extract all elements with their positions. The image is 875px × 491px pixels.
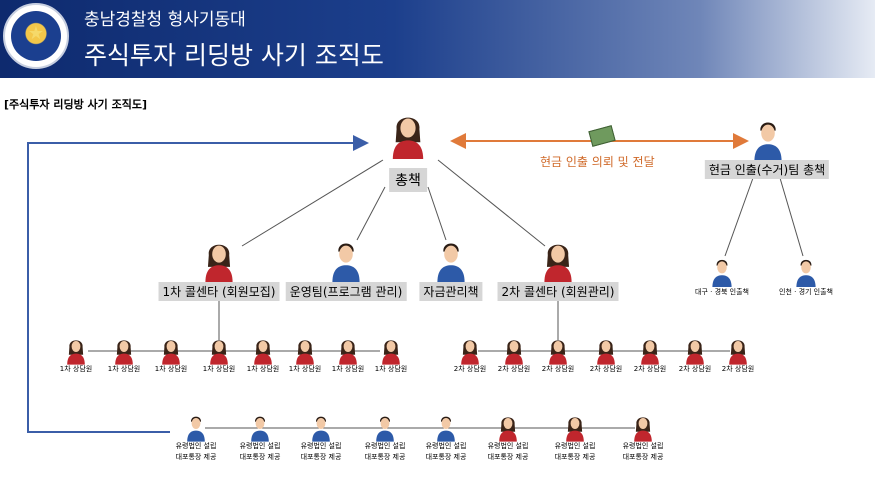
call-center-1-female-icon: [205, 244, 233, 283]
row1-counselor-label: 1차 상담원: [288, 365, 322, 373]
row1-counselor-label: 1차 상담원: [374, 365, 408, 373]
row1-counselor-icon: [115, 340, 133, 365]
boss-label: 총책: [389, 168, 427, 192]
row1-counselor-label: 1차 상담원: [331, 365, 365, 373]
cash-flow-label: 현금 인출 의뢰 및 전달: [540, 155, 655, 169]
cash-sub-2-label: 인천 · 경기 인출책: [779, 288, 833, 296]
diagram-caption: [주식투자 리딩방 사기 조직도]: [4, 98, 147, 111]
row2-counselor-label: 2차 상담원: [497, 365, 531, 373]
funds-manager-male-icon: [437, 243, 465, 283]
row3-provider-icon: [376, 416, 394, 442]
row1-counselor-icon: [67, 340, 85, 365]
row2-counselor-label: 2차 상담원: [541, 365, 575, 373]
boss-female-icon: [392, 117, 424, 160]
row1-counselor-icon: [339, 340, 357, 365]
cash-sub-2-male-icon: [796, 259, 816, 288]
row3-provider-icon: [499, 417, 517, 442]
row2-counselor-icon: [505, 340, 523, 365]
police-emblem-icon: ★: [3, 3, 69, 69]
row2-counselor-label: 2차 상담원: [589, 365, 623, 373]
header-banner: ★ 충남경찰청 형사기동대 주식투자 리딩방 사기 조직도: [0, 0, 875, 78]
ops-team-label: 운영팀(프로그램 관리): [285, 282, 407, 301]
row1-counselor-icon: [254, 340, 272, 365]
ops-team-male-icon: [332, 243, 360, 283]
cash-team-label: 현금 인출(수거)팀 총책: [704, 160, 830, 179]
row3-provider-icon: [187, 416, 205, 442]
row2-counselor-icon: [461, 340, 479, 365]
row2-counselor-label: 2차 상담원: [633, 365, 667, 373]
row2-counselor-label: 2차 상담원: [678, 365, 712, 373]
row2-counselor-icon: [686, 340, 704, 365]
organization-name: 충남경찰청 형사기동대: [84, 10, 246, 30]
cash-team-male-icon: [754, 122, 782, 162]
row2-counselor-label: 2차 상담원: [453, 365, 487, 373]
cash-sub-1-label: 대구 · 경북 인출책: [695, 288, 749, 296]
row3-provider-icon: [634, 417, 652, 442]
row1-counselor-label: 1차 상담원: [154, 365, 188, 373]
funds-manager-label: 자금관리책: [419, 282, 483, 301]
row3-provider-icon: [566, 417, 584, 442]
row2-counselor-icon: [549, 340, 567, 365]
row2-counselor-icon: [729, 340, 747, 365]
page-title: 주식투자 리딩방 사기 조직도: [84, 41, 384, 70]
row2-counselor-label: 2차 상담원: [721, 365, 755, 373]
row1-counselor-icon: [296, 340, 314, 365]
row1-counselor-icon: [162, 340, 180, 365]
row3-provider-icon: [437, 416, 455, 442]
row3-provider-icon: [251, 416, 269, 442]
row3-provider-icon: [312, 416, 330, 442]
row1-counselor-label: 1차 상담원: [246, 365, 280, 373]
row1-counselor-label: 1차 상담원: [202, 365, 236, 373]
row1-counselor-label: 1차 상담원: [107, 365, 141, 373]
call-center-2-female-icon: [544, 244, 572, 283]
call-center-1-label: 1차 콜센타 (회원모집): [158, 282, 280, 301]
row2-counselor-icon: [641, 340, 659, 365]
row1-counselor-icon: [382, 340, 400, 365]
cash-sub-1-male-icon: [712, 259, 732, 288]
row1-counselor-icon: [210, 340, 228, 365]
row2-counselor-icon: [597, 340, 615, 365]
call-center-2-label: 2차 콜센타 (회원관리): [497, 282, 619, 301]
row1-counselor-label: 1차 상담원: [59, 365, 93, 373]
